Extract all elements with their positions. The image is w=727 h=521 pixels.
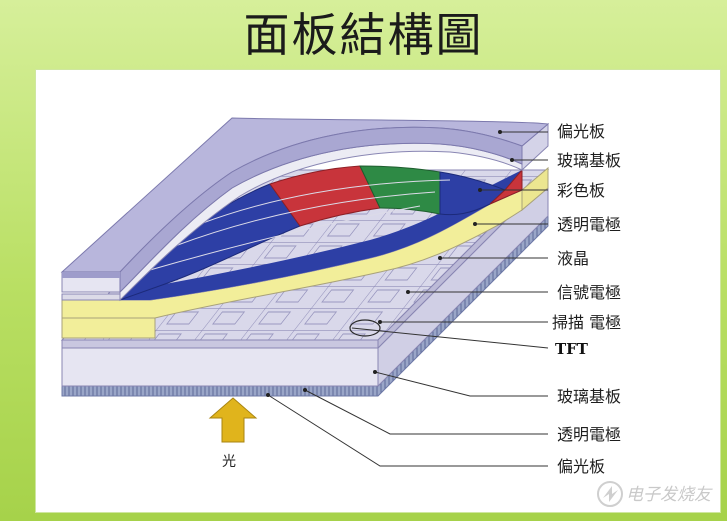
- watermark-logo-icon: [597, 481, 623, 507]
- label-tft: TFT: [555, 340, 589, 358]
- label-glass-top: 玻璃基板: [557, 151, 621, 170]
- label-electrode-bottom: 透明電極: [557, 425, 621, 444]
- leader-dots: [266, 130, 514, 397]
- label-color-filter: 彩色板: [557, 181, 605, 200]
- label-polarizer-bottom: 偏光板: [557, 457, 605, 476]
- label-signal-electrode: 信號電極: [557, 283, 621, 302]
- label-polarizer-top: 偏光板: [557, 122, 605, 141]
- label-glass-bottom: 玻璃基板: [557, 387, 621, 406]
- watermark-text: 电子发烧友: [626, 485, 713, 505]
- label-electrode-top: 透明電極: [557, 215, 621, 234]
- liquid-crystal-layer: [61, 166, 549, 339]
- light-label: 光: [222, 454, 236, 470]
- bottom-glass-layer: [61, 176, 549, 388]
- color-filter-layer: [119, 165, 523, 301]
- tft-marker: [349, 319, 381, 337]
- page-title: 面板結構圖: [243, 8, 484, 62]
- light-arrow-icon: [208, 397, 258, 443]
- label-liquid-crystal: 液晶: [557, 249, 589, 268]
- label-scan-electrode: 掃描 電極: [552, 313, 621, 332]
- leader-lines: [267, 131, 549, 467]
